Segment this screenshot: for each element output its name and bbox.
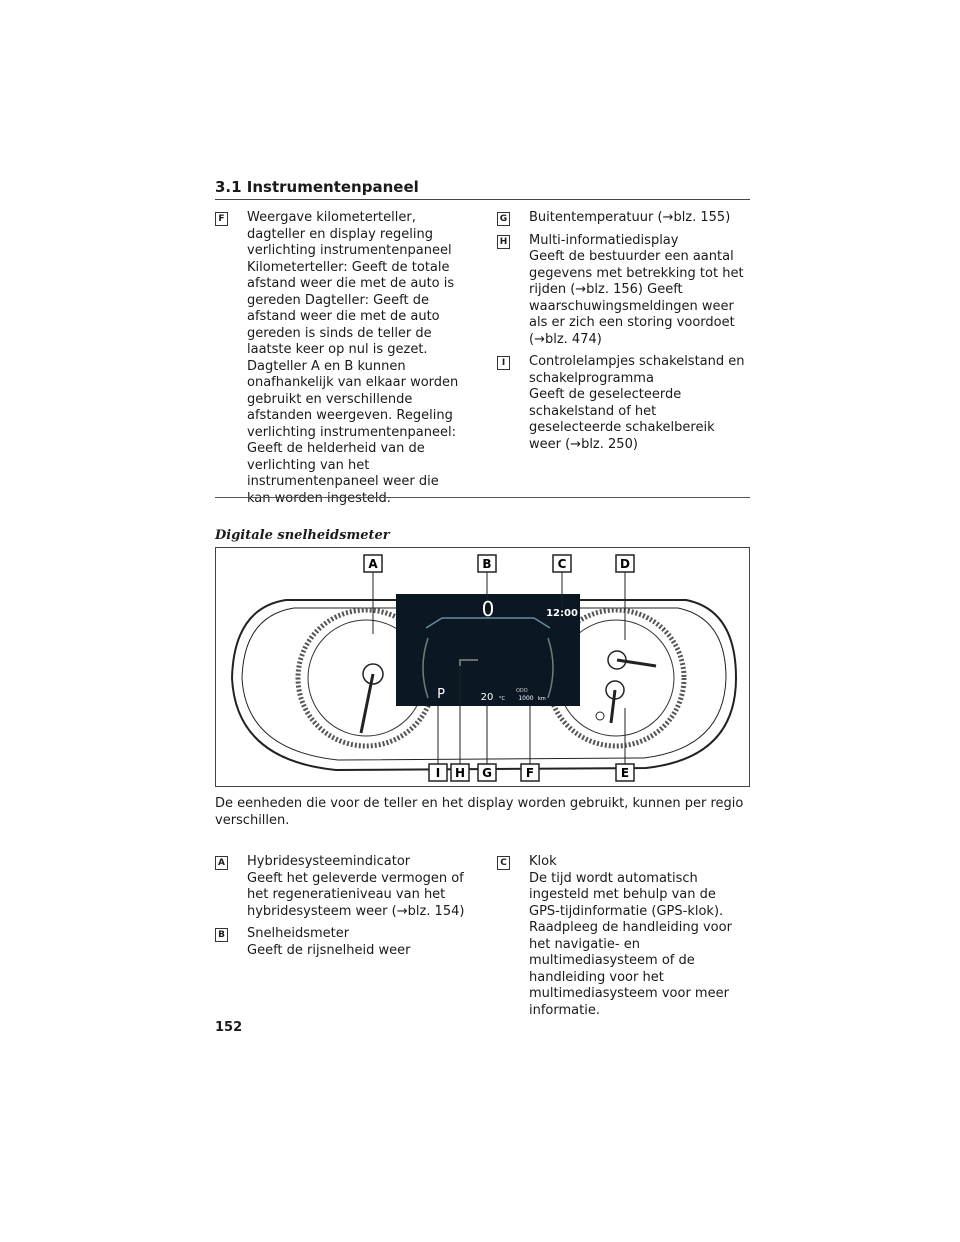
legend-item-a: A Hybridesysteemindicator Geeft het gele…	[215, 854, 465, 920]
section-title: 3.1 Instrumentenpaneel	[215, 178, 750, 200]
display-bracket	[459, 659, 478, 666]
display-speed: 0	[482, 597, 495, 621]
callout-h: H	[450, 763, 470, 782]
legend-item-f: F Weergave kilometerteller, dagteller en…	[215, 210, 465, 507]
cluster-inner-bezel	[241, 607, 727, 761]
svg-text:C: C	[558, 557, 567, 571]
legend-item-i: I Controlelampjes schakelstand en schake…	[497, 354, 747, 453]
legend-title: Controlelampjes schakelstand en schakelp…	[529, 354, 745, 386]
display-arc-top	[425, 617, 551, 629]
left-gauge-hub	[362, 663, 384, 685]
legend-item-c: C Klok De tijd wordt automatisch ingeste…	[497, 854, 747, 1019]
callout-c: C	[552, 554, 572, 573]
display-arc-left	[422, 637, 429, 699]
legend-body: Geeft de rijsnelheid weer	[247, 942, 411, 958]
legend-item-b: B Snelheidsmeter Geeft de rijsnelheid we…	[215, 926, 465, 959]
page-number: 152	[215, 1020, 243, 1035]
legend-item-h: H Multi-informatiedisplay Geeft de bestu…	[497, 233, 747, 349]
legend-title: Weergave kilometerteller, dagteller en d…	[247, 210, 452, 258]
display-odo: 1000	[518, 695, 533, 702]
divider	[215, 497, 750, 498]
callout-g: G	[477, 763, 497, 782]
legend-title: Klok	[529, 854, 557, 869]
legend-title: Hybridesysteemindicator	[247, 854, 411, 869]
legend-body: Geeft het geleverde vermogen of het rege…	[247, 870, 465, 919]
display-arc-right	[547, 637, 554, 699]
legend-key: G	[497, 212, 510, 226]
legend-title: Snelheidsmeter	[247, 926, 350, 941]
legend-item-g: G Buitentemperatuur (→blz. 155)	[497, 210, 747, 227]
legend-title: Buitentemperatuur (→blz. 155)	[529, 210, 731, 225]
instrument-figure: 0 12:00 P 20 °C ODO 1000 km A B C D I H …	[215, 547, 750, 787]
top-left-column: F Weergave kilometerteller, dagteller en…	[215, 210, 465, 513]
svg-text:D: D	[620, 557, 630, 571]
left-gauge-needle	[359, 673, 375, 734]
display-clock: 12:00	[546, 608, 578, 619]
legend-key: F	[215, 212, 228, 226]
legend-title: Multi-informatiedisplay	[529, 232, 679, 248]
svg-text:E: E	[621, 766, 629, 780]
cluster-bezel	[230, 599, 738, 772]
top-right-column: G Buitentemperatuur (→blz. 155) H Multi-…	[497, 210, 747, 459]
right-gauge-needle-top	[616, 658, 657, 668]
callout-f: F	[520, 763, 540, 782]
svg-text:I: I	[436, 766, 440, 780]
legend-body: Geeft de geselecteerde schakelstand of h…	[529, 387, 715, 452]
legend-key: A	[215, 856, 228, 870]
bottom-right-column: C Klok De tijd wordt automatisch ingeste…	[497, 854, 747, 1025]
legend-key: H	[497, 234, 510, 249]
callout-d: D	[615, 554, 635, 573]
legend-key: B	[215, 928, 228, 942]
display-odo-unit: km	[538, 696, 546, 702]
figure-caption: Digitale snelheidsmeter	[215, 528, 390, 543]
central-display	[396, 594, 580, 706]
display-temp-unit: °C	[499, 696, 506, 702]
bottom-left-column: A Hybridesysteemindicator Geeft het gele…	[215, 854, 465, 965]
svg-text:H: H	[455, 766, 465, 780]
svg-text:B: B	[482, 557, 491, 571]
display-odo-label: ODO	[516, 688, 528, 694]
display-gear: P	[437, 687, 445, 702]
legend-body: Geeft de bestuurder een aantal gegevens …	[529, 249, 744, 347]
svg-text:G: G	[482, 766, 492, 780]
callout-b: B	[477, 554, 497, 573]
svg-text:F: F	[526, 766, 534, 780]
instrument-cluster-illustration: 0 12:00 P 20 °C ODO 1000 km A B C D I H …	[230, 554, 738, 782]
callout-i: I	[428, 763, 448, 782]
display-temp: 20	[481, 692, 494, 703]
legend-body: Kilometerteller: Geeft de totale afstand…	[247, 259, 459, 506]
right-gauge-needle-bottom	[609, 689, 617, 724]
svg-text:A: A	[368, 557, 378, 571]
legend-key: I	[497, 356, 510, 370]
units-note: De eenheden die voor de teller en het di…	[215, 796, 744, 828]
callout-a: A	[363, 554, 383, 573]
legend-body: De tijd wordt automatisch ingesteld met …	[529, 870, 732, 1018]
callout-e: E	[615, 763, 635, 782]
indicator-dot	[595, 711, 605, 721]
legend-key: C	[497, 856, 510, 870]
